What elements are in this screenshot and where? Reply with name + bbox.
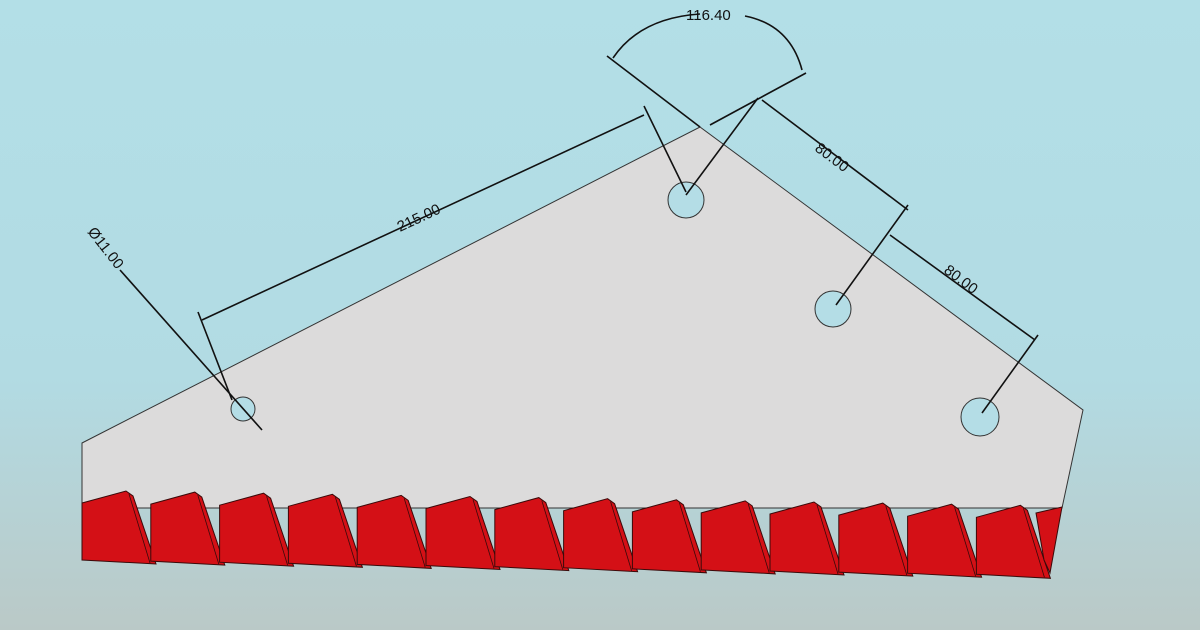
tooth	[769, 501, 845, 576]
tooth	[838, 502, 914, 577]
tooth	[907, 503, 983, 578]
tooth	[287, 493, 364, 568]
tooth	[494, 497, 570, 572]
tooth-edge	[885, 505, 908, 576]
tooth-edge	[472, 499, 495, 569]
tooth	[975, 504, 1052, 579]
tooth	[219, 492, 295, 567]
tooth	[425, 495, 501, 571]
tooth-edge	[1023, 508, 1045, 578]
tooth	[563, 498, 639, 573]
tooth	[700, 500, 776, 575]
tooth-edge	[335, 497, 357, 567]
tooth-edge	[128, 493, 151, 564]
tooth-edge	[816, 504, 839, 575]
tooth	[1035, 506, 1063, 575]
serrated-teeth	[81, 490, 1063, 579]
tooth	[81, 490, 157, 565]
tooth-edge	[266, 496, 288, 566]
blade-plate	[81, 126, 1084, 509]
tooth	[356, 494, 432, 569]
length-dimension: 215.00	[395, 201, 444, 236]
tooth-edge	[197, 494, 220, 565]
holes	[230, 181, 1000, 437]
spacing-dimension-upper: 80.00	[812, 140, 852, 176]
tooth-edge	[403, 498, 426, 568]
hole	[814, 290, 852, 328]
tooth-edge	[610, 501, 632, 571]
tooth-edge	[747, 503, 770, 574]
tooth	[150, 491, 226, 566]
spacing-dimension-lower: 80.00	[941, 262, 981, 298]
angle-dimension: 116.40	[686, 7, 731, 24]
hole	[667, 181, 705, 219]
tooth-edge	[954, 507, 976, 577]
hole	[960, 397, 1000, 437]
tooth-edge	[679, 502, 701, 572]
hole-diameter-dimension: Ø11.00	[84, 224, 127, 272]
tooth	[631, 499, 708, 574]
tooth-edge	[541, 500, 564, 570]
dimension-lines	[119, 13, 1039, 431]
